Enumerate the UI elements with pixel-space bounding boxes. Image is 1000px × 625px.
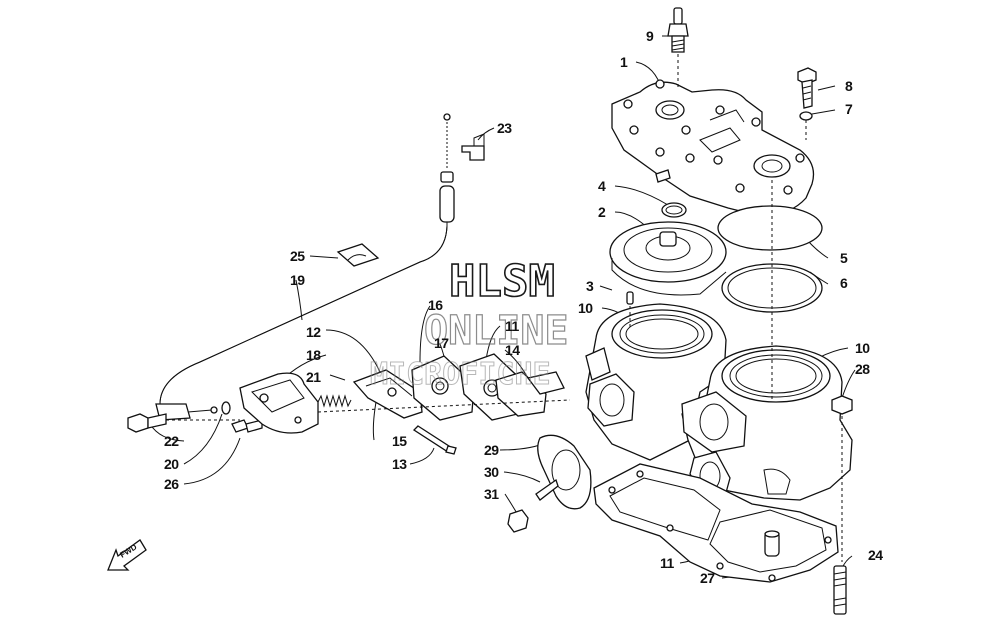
callout-23: 22 <box>164 433 179 449</box>
callout-11: 11 <box>660 555 675 571</box>
callout-22: 21 <box>306 369 321 385</box>
valve-cover-19 <box>239 372 319 434</box>
callout-10a: 10 <box>578 300 593 316</box>
callout-12: 11 <box>505 318 520 334</box>
callout-3: 3 <box>586 278 594 294</box>
callout-32: 31 <box>484 486 499 502</box>
washer-21 <box>221 401 231 415</box>
callout-7: 7 <box>845 101 853 117</box>
callout-5: 5 <box>840 250 848 266</box>
callout-26: 25 <box>290 248 305 264</box>
watermark-line3: MICROFICHE <box>370 357 551 392</box>
cable-holder-26 <box>336 243 380 267</box>
callout-30: 29 <box>484 442 499 458</box>
stud-25 <box>833 565 847 615</box>
watermark-line2: ONLINE <box>424 308 569 354</box>
stud-31 <box>535 478 559 501</box>
callout-24: 23 <box>497 120 512 136</box>
head-gasket-5 <box>717 205 823 251</box>
head-insert-2 <box>609 221 727 296</box>
watermark-line1: HLSM <box>449 256 555 307</box>
valve-actuator <box>352 369 457 455</box>
spring-22 <box>317 394 352 408</box>
callout-1: 1 <box>620 54 628 70</box>
dowel-28 <box>764 530 780 557</box>
callout-15: 14 <box>505 342 520 358</box>
callout-29: 28 <box>855 361 870 377</box>
callout-8: 8 <box>845 78 853 94</box>
callout-21: 20 <box>164 456 179 472</box>
callout-4: 4 <box>598 178 606 194</box>
callout-2: 2 <box>598 204 606 220</box>
dowel-3 <box>626 291 634 305</box>
callouts: 9 1 8 7 23 4 2 25 5 19 6 3 16 10 11 12 1… <box>164 28 884 586</box>
bolt-23 <box>127 413 167 433</box>
callout-13: 12 <box>306 324 321 340</box>
callout-27: 26 <box>164 476 179 492</box>
callout-10b: 10 <box>855 340 870 356</box>
nut-29 <box>831 395 853 415</box>
callout-19: 18 <box>306 347 321 363</box>
assembly-lines <box>166 54 843 562</box>
bolt-27 <box>231 419 263 433</box>
callout-17: 16 <box>428 297 443 313</box>
spark-plug-9 <box>667 7 689 53</box>
callout-14: 13 <box>392 456 407 472</box>
o-ring-4 <box>661 202 687 218</box>
callout-28: 27 <box>700 570 715 586</box>
callout-20: 19 <box>290 272 305 288</box>
callout-31: 30 <box>484 464 499 480</box>
head-bolt-8 <box>797 67 817 109</box>
cylinder-rear-10 <box>585 303 727 461</box>
watermark: HLSM ONLINE MICROFICHE <box>370 255 570 392</box>
fwd-arrow: FWD <box>107 539 147 571</box>
callout-9: 9 <box>646 28 654 44</box>
cable-clip-24 <box>461 133 485 161</box>
cylinder-head-1 <box>611 79 815 217</box>
callout-25: 24 <box>868 547 883 563</box>
washer-7 <box>799 111 813 121</box>
callout-16: 15 <box>392 433 407 449</box>
exhaust-gasket-30 <box>537 434 592 510</box>
exhaust-valve-plates <box>411 353 565 421</box>
nut-32 <box>507 509 529 533</box>
callout-6: 6 <box>840 275 848 291</box>
callout-18: 17 <box>434 335 449 351</box>
